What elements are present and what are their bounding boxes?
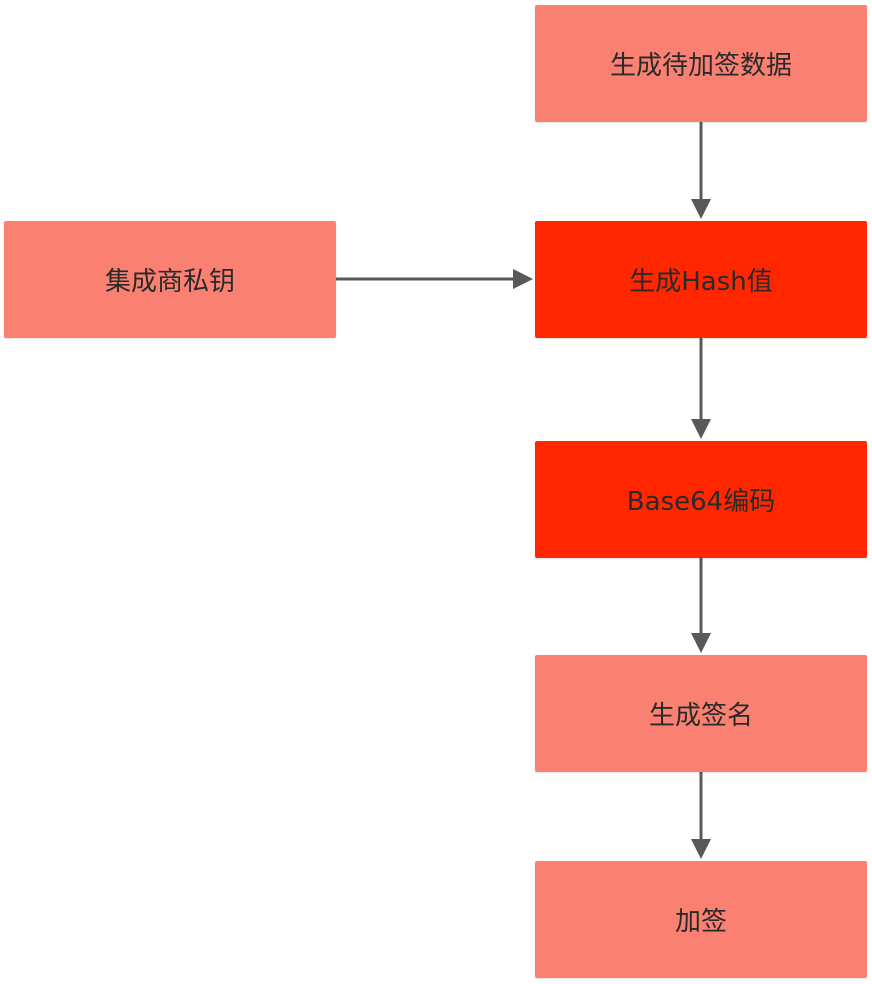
arrow-data-to-hash [691, 199, 711, 219]
node-sign-final-label: 加签 [674, 907, 727, 937]
arrow-hash-to-base64 [691, 419, 711, 439]
node-generate-data-label: 生成待加签数据 [609, 51, 792, 81]
node-base64-encode-label: Base64编码 [626, 487, 776, 517]
node-base64-encode: Base64编码 [535, 441, 867, 558]
node-generate-hash-label: 生成Hash值 [629, 267, 773, 297]
arrow-key-to-hash [513, 269, 533, 289]
node-sign-final: 加签 [535, 861, 867, 978]
node-generate-signature-label: 生成签名 [648, 701, 753, 731]
arrow-sign-to-final [691, 839, 711, 859]
node-generate-hash: 生成Hash值 [535, 221, 867, 338]
node-generate-signature: 生成签名 [535, 655, 867, 772]
arrow-base64-to-sign [691, 633, 711, 653]
node-integrator-private-key: 集成商私钥 [4, 221, 336, 338]
node-generate-data: 生成待加签数据 [535, 5, 867, 122]
node-integrator-private-key-label: 集成商私钥 [104, 267, 235, 297]
